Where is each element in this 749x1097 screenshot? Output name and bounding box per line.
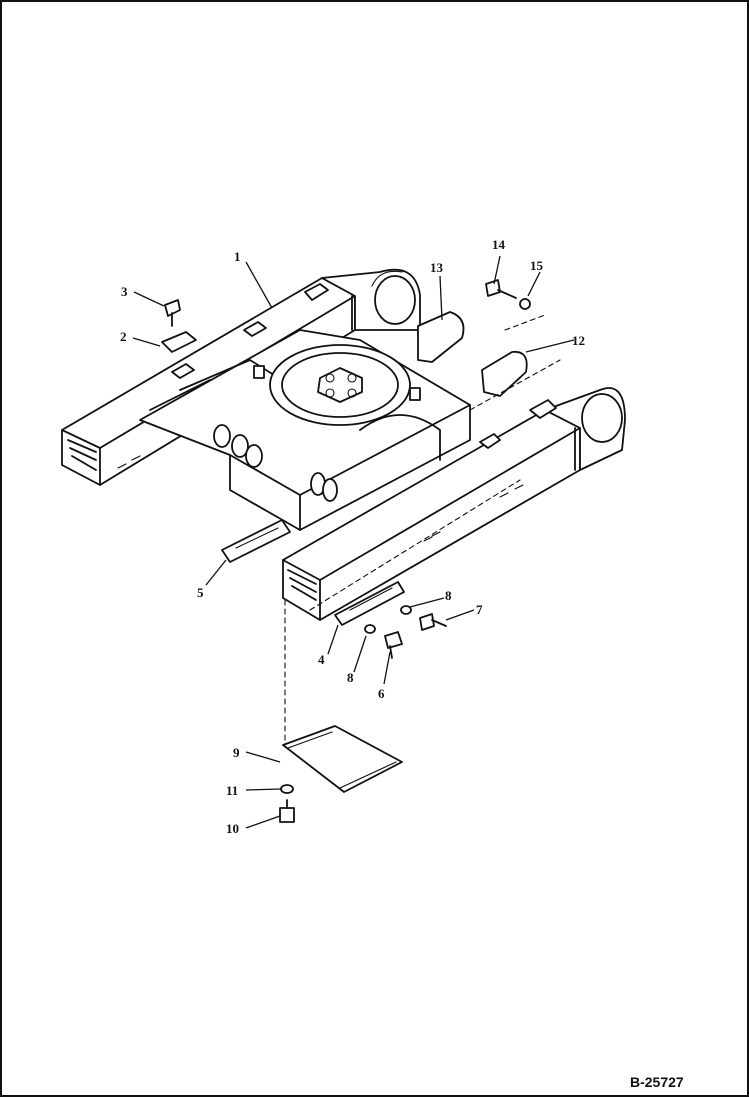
callout-10: 10 — [226, 821, 239, 836]
callout-7: 7 — [476, 602, 483, 617]
leader-lines — [132, 255, 575, 829]
cover-plate-9 — [282, 725, 403, 793]
callout-6: 6 — [378, 686, 385, 701]
bracket-12 — [481, 350, 528, 397]
callout-2: 2 — [120, 329, 127, 344]
callout-1: 1 — [234, 249, 241, 264]
callouts: 1 2 3 4 5 6 7 8 8 9 10 11 12 13 14 15 — [120, 237, 585, 836]
callout-13: 13 — [430, 260, 444, 275]
track-guard-5 — [221, 519, 291, 563]
callout-11: 11 — [226, 783, 238, 798]
callout-5: 5 — [197, 585, 204, 600]
callout-9: 9 — [233, 745, 240, 760]
callout-4: 4 — [318, 652, 325, 667]
track-frame-drawing — [61, 268, 626, 823]
callout-15: 15 — [530, 258, 544, 273]
callout-8a: 8 — [445, 588, 452, 603]
track-guard-4 — [334, 581, 405, 626]
callout-3: 3 — [121, 284, 128, 299]
drawing-code: B-25727 — [630, 1074, 684, 1090]
callout-12: 12 — [572, 333, 585, 348]
callout-8b: 8 — [347, 670, 354, 685]
bracket-13 — [417, 311, 465, 363]
callout-14: 14 — [492, 237, 506, 252]
